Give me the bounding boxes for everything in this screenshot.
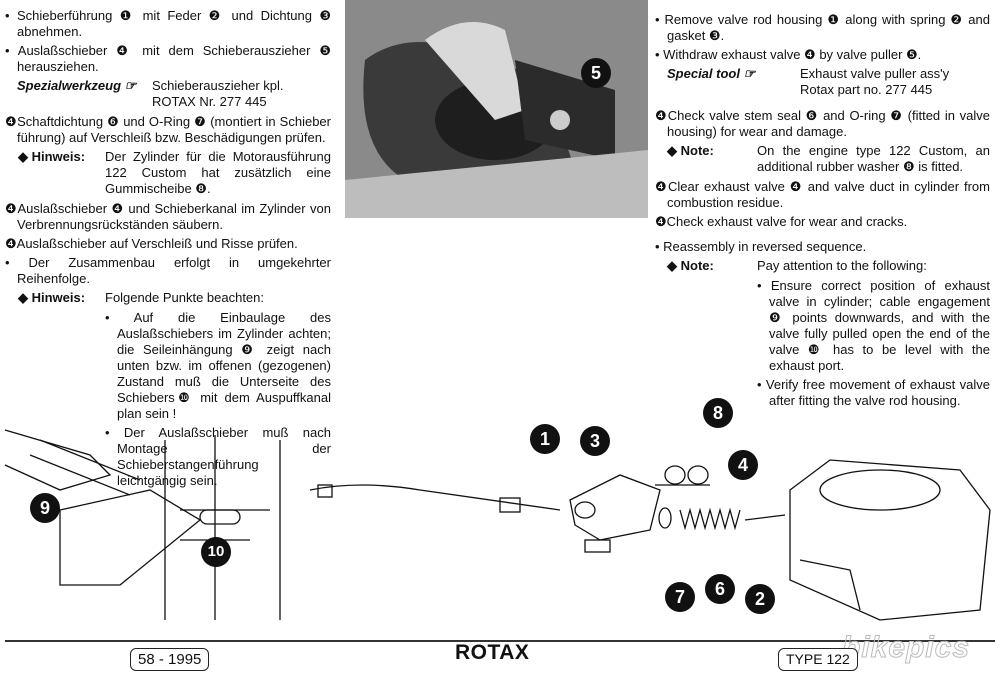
de-check-wear: ❹Auslaßschieber auf Verschleiß und Risse… xyxy=(5,236,298,251)
exploded-valve-diagram xyxy=(4,429,991,621)
en-note1: ◆ Note: On the engine type 122 Custom, a… xyxy=(655,143,990,175)
en-note1-text: On the engine type 122 Custom, an additi… xyxy=(757,143,990,174)
callout-4: 4 xyxy=(728,450,758,480)
callout-10: 10 xyxy=(201,537,231,567)
de-note2: ◆ Hinweis: Folgende Punkte beachten: xyxy=(5,290,331,306)
callout-6: 6 xyxy=(705,574,735,604)
en-sub-bullet-2: • Verify free movement of exhaust valve … xyxy=(757,377,990,408)
de-check-clean: ❹Auslaßschieber ❹ und Schieberkanal im Z… xyxy=(5,201,331,232)
de-tool-row: Spezialwerkzeug ☞ Schieberauszieher kpl.… xyxy=(5,78,331,110)
en-step-reassembly: • Reassembly in reversed sequence. xyxy=(655,239,867,254)
en-note2: ◆ Note: Pay attention to the following: xyxy=(655,258,990,274)
callout-1: 1 xyxy=(530,424,560,454)
en-tool-line2: Rotax part no. 277 445 xyxy=(800,82,933,97)
de-tool-line1: Schieberauszieher kpl. xyxy=(152,78,284,93)
de-tool-line2: ROTAX Nr. 277 445 xyxy=(152,94,267,109)
callout-9: 9 xyxy=(30,493,60,523)
de-note1-label: ◆ Hinweis: xyxy=(18,149,86,164)
en-tool-label: Special tool ☞ xyxy=(667,66,756,81)
en-sub-bullet-1: • Ensure correct position of exhaust val… xyxy=(757,278,990,373)
callout-3: 3 xyxy=(580,426,610,456)
en-step-withdraw-valve: • Withdraw exhaust valve ❹ by valve pull… xyxy=(655,47,922,62)
en-step-remove-housing: • Remove valve rod housing ❶ along with … xyxy=(655,12,990,43)
en-tool-row: Special tool ☞ Exhaust valve puller ass'… xyxy=(655,66,990,98)
en-check-wear: ❹Check exhaust valve for wear and cracks… xyxy=(655,214,908,229)
de-sub-bullet-1: • Auf die Einbaulage des Auslaßschiebers… xyxy=(105,310,331,421)
de-note1-text: Der Zylinder für die Motorausführung 122… xyxy=(105,149,331,196)
de-note2-label: ◆ Hinweis: xyxy=(18,290,86,305)
de-step-remove-housing: • Schieberführung ❶ mit Feder ❷ und Dich… xyxy=(5,8,331,39)
de-note2-text: Folgende Punkte beachten: xyxy=(105,290,265,305)
german-column: • Schieberführung ❶ mit Feder ❷ und Dich… xyxy=(5,8,331,492)
en-note1-label: ◆ Note: xyxy=(667,143,714,158)
callout-2: 2 xyxy=(745,584,775,614)
en-note2-text: Pay attention to the following: xyxy=(757,258,927,273)
en-tool-line1: Exhaust valve puller ass'y xyxy=(800,66,950,81)
de-check-seal: ❹Schaftdichtung ❻ und O-Ring ❼ (montiert… xyxy=(5,114,331,145)
page-number: 58 - 1995 xyxy=(130,648,210,671)
valve-puller-photo: 5 xyxy=(345,0,648,218)
callout-8: 8 xyxy=(703,398,733,428)
de-tool-label: Spezialwerkzeug ☞ xyxy=(17,78,137,93)
de-step-withdraw-valve: • Auslaßschieber ❹ mit dem Schieberauszi… xyxy=(5,43,331,74)
photo-illustration xyxy=(345,0,648,218)
callout-5: 5 xyxy=(581,58,611,88)
en-check-seal: ❹Check valve stem seal ❻ and O-ring ❼ (f… xyxy=(655,108,990,139)
callout-7: 7 xyxy=(665,582,695,612)
de-sub-bullet-2: • Der Auslaßschieber muß nach Montage de… xyxy=(105,425,331,488)
watermark-logo: bikepics xyxy=(841,631,971,664)
de-note1: ◆ Hinweis: Der Zylinder für die Motoraus… xyxy=(5,149,331,197)
en-check-clean: ❹Clear exhaust valve ❹ and valve duct in… xyxy=(655,179,990,210)
rotax-logo: ROTAX xyxy=(455,641,530,664)
footer-divider xyxy=(5,640,995,642)
engine-type-label: TYPE 122 xyxy=(778,648,858,671)
english-column: • Remove valve rod housing ❶ along with … xyxy=(655,12,990,412)
en-note2-label: ◆ Note: xyxy=(667,258,714,273)
de-step-reassembly: • Der Zusammenbau erfolgt in umgekehrter… xyxy=(5,255,331,286)
